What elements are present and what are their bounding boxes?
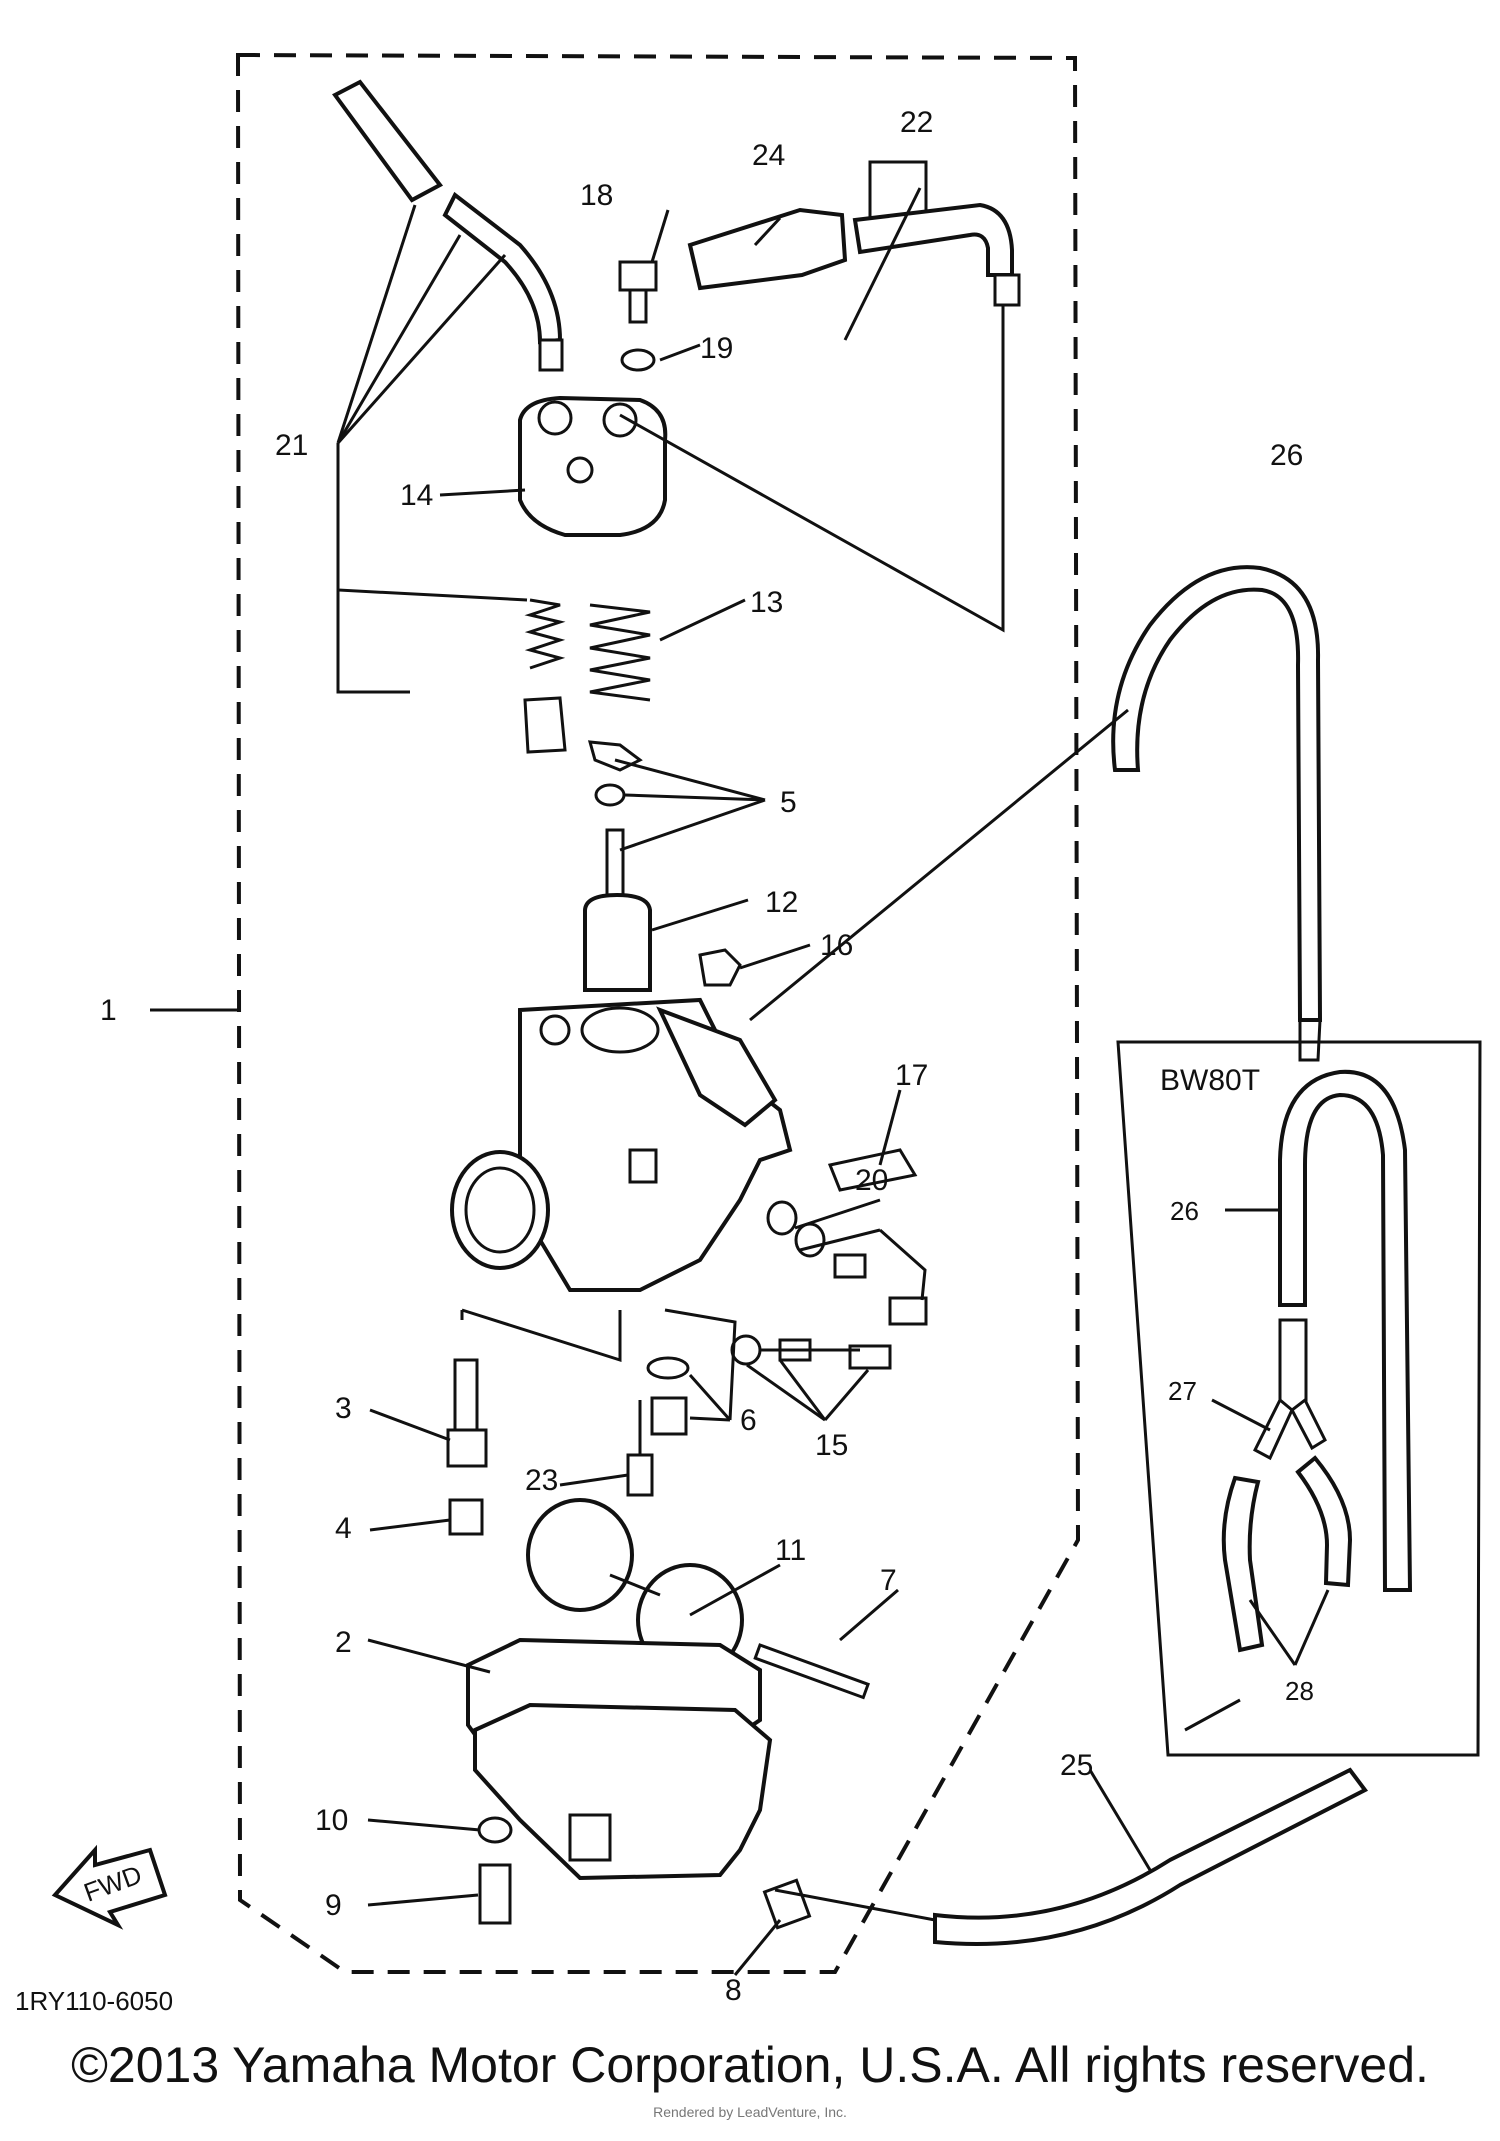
overflow-hose-25 — [933, 1767, 1369, 1947]
label-part-25: 25 — [1060, 1749, 1093, 1782]
throttle-slide-12 — [583, 892, 652, 992]
label-part-14: 14 — [400, 479, 433, 512]
main-jet-4 — [448, 1498, 484, 1536]
vent-hose-26 — [1111, 565, 1323, 1022]
label-part-23: 23 — [525, 1464, 558, 1497]
washer-15 — [730, 1334, 762, 1366]
washer-20 — [794, 1222, 826, 1258]
o-ring-20 — [766, 1200, 798, 1236]
inset-hose-26 — [1278, 1069, 1413, 1592]
assembly-boundary — [235, 52, 1081, 1974]
label-part-22: 22 — [900, 106, 933, 139]
label-part-8: 8 — [725, 1974, 742, 2007]
mixing-chamber-top — [518, 395, 668, 537]
pilot-jet-23 — [626, 1453, 654, 1497]
nut-16 — [698, 948, 742, 987]
carburetor-body — [450, 997, 793, 1292]
drain-screw-8 — [762, 1878, 812, 1930]
washer-19 — [620, 348, 656, 372]
label-part-1: 1 — [100, 994, 117, 1027]
label-part-24: 24 — [752, 139, 785, 172]
screw-17 — [827, 1148, 918, 1192]
label-part-12: 12 — [765, 886, 798, 919]
label-part-5: 5 — [780, 786, 797, 819]
needle-jet-3-hex — [446, 1428, 488, 1468]
copyright-notice: ©2013 Yamaha Motor Corporation, U.S.A. A… — [71, 2037, 1429, 2093]
label-part-15: 15 — [815, 1429, 848, 1462]
cable-holder — [523, 696, 567, 754]
label-part-3: 3 — [335, 1392, 352, 1425]
label-part-9: 9 — [325, 1889, 342, 1922]
label-part-7: 7 — [880, 1564, 897, 1597]
fwd-arrow-icon: FWD — [51, 1844, 168, 1930]
vent-hose-26-lower — [1298, 1019, 1322, 1062]
label-part-26-inset: 26 — [1170, 1196, 1199, 1226]
spring-20 — [833, 1253, 867, 1279]
label-part-11: 11 — [775, 1534, 806, 1567]
label-part-17: 17 — [895, 1059, 928, 1092]
label-part-4: 4 — [335, 1512, 352, 1545]
washer-6 — [646, 1356, 690, 1380]
label-part-2: 2 — [335, 1626, 352, 1659]
leader-lines — [150, 187, 1330, 1976]
label-part-10: 10 — [315, 1804, 348, 1837]
spring-small — [524, 598, 566, 670]
washer-10 — [477, 1816, 513, 1844]
drawing-code: 1RY110-6050 — [15, 1986, 173, 2016]
hose-24 — [687, 207, 848, 291]
label-part-6: 6 — [740, 1404, 757, 1437]
needle-jet-3 — [453, 1358, 479, 1432]
render-note: Rendered by LeadVenture, Inc. — [653, 2104, 847, 2120]
label-part-18: 18 — [580, 179, 613, 212]
inset-title: BW80T — [1160, 1064, 1260, 1097]
throttle-cable-hose — [332, 79, 564, 372]
jet-6 — [650, 1396, 688, 1436]
screw-18 — [618, 260, 658, 324]
label-part-26: 26 — [1270, 439, 1303, 472]
washer-5 — [594, 783, 626, 807]
spring-13 — [589, 603, 651, 702]
label-part-13: 13 — [750, 586, 783, 619]
float-pin-7 — [753, 1643, 870, 1700]
label-part-21: 21 — [275, 429, 308, 462]
label-part-16: 16 — [820, 929, 853, 962]
inset-y-joint-27 — [1253, 1318, 1327, 1461]
fitting-22 — [852, 160, 1021, 307]
float-bowl — [473, 1702, 773, 1881]
label-part-27: 27 — [1168, 1376, 1197, 1406]
inset-box — [1116, 1040, 1482, 1757]
inset-hoses-28 — [1221, 1455, 1353, 1653]
label-part-28: 28 — [1285, 1676, 1314, 1706]
screw-9 — [478, 1863, 512, 1925]
label-part-20: 20 — [855, 1164, 888, 1197]
label-part-19: 19 — [700, 332, 733, 365]
screw-20 — [888, 1296, 928, 1326]
